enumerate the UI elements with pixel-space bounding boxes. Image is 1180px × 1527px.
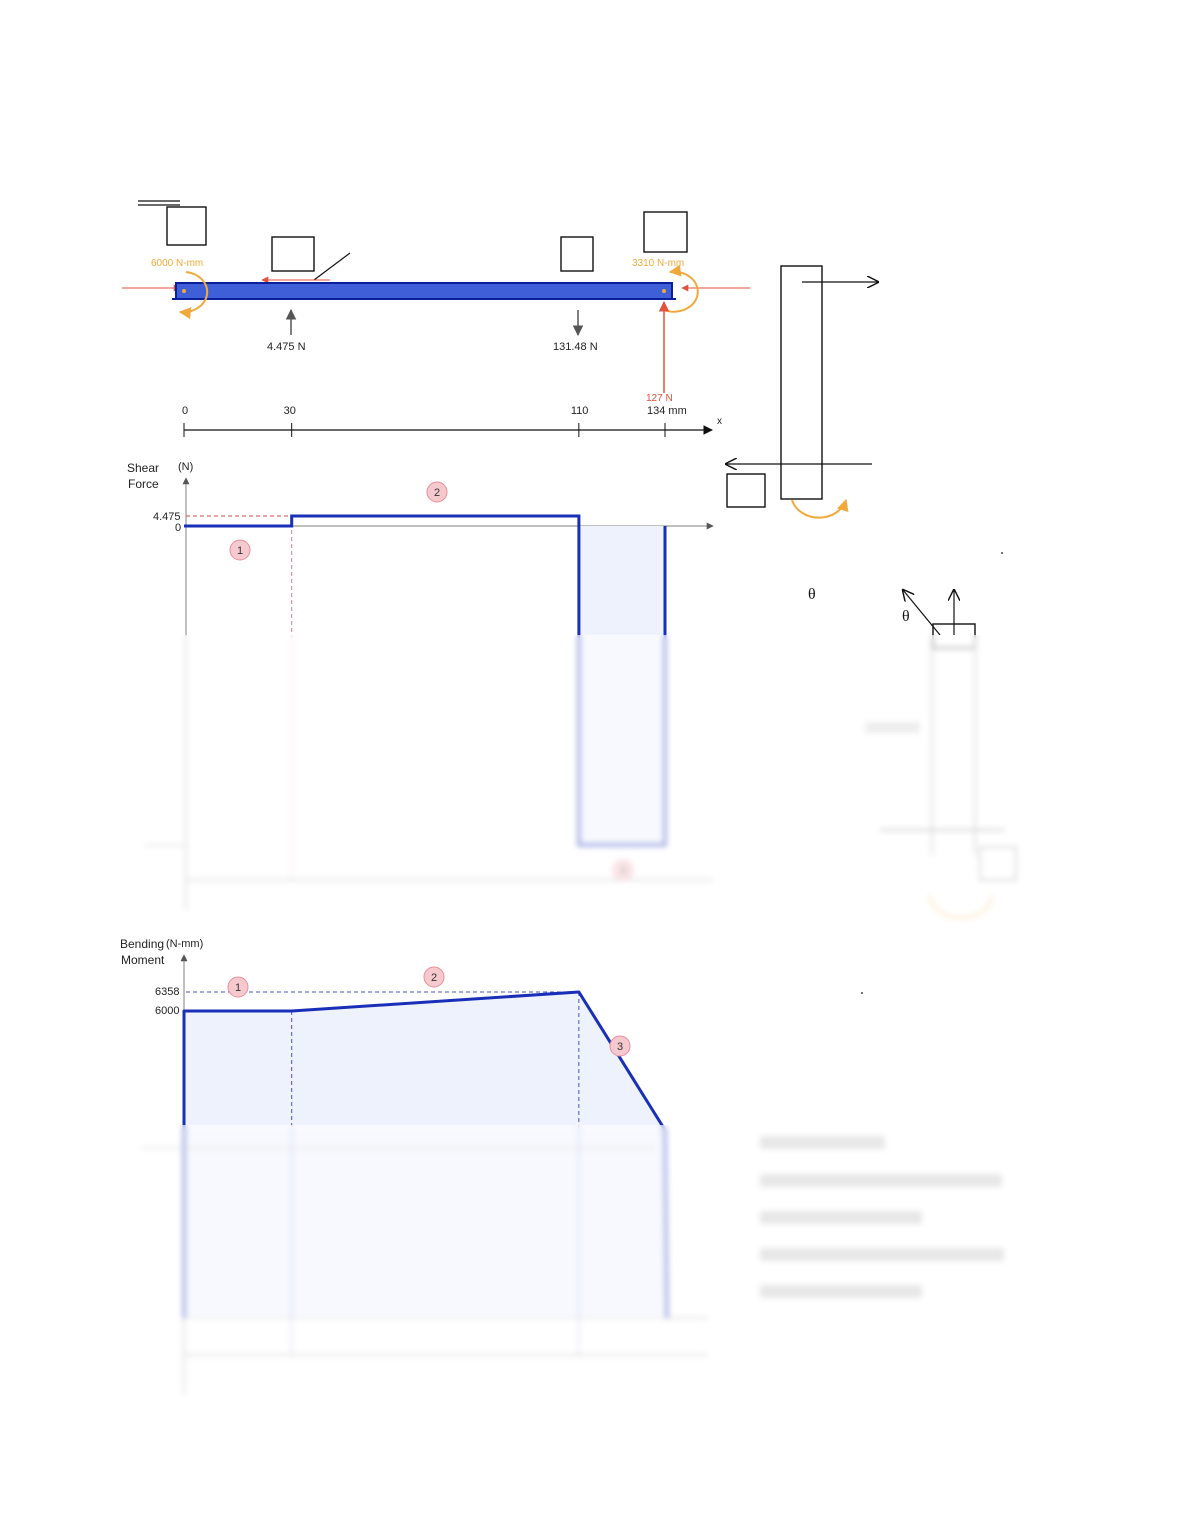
segment-badge: 1 xyxy=(229,539,251,561)
vertical-member xyxy=(780,265,823,500)
shear-unit: (N) xyxy=(178,461,193,473)
segment-badge: 3 xyxy=(609,1035,631,1057)
position-tick-label: 110 xyxy=(571,405,589,417)
inclined-force-arrow xyxy=(903,590,941,636)
free-body-diagram: 6000 N-mm 3310 N-mm 4.475 N 131.48 N 127… xyxy=(122,200,750,404)
left-moment-arrow xyxy=(178,271,209,320)
segment-badge-label: 1 xyxy=(237,545,243,557)
blank-box xyxy=(166,206,207,246)
upward-load-label: 4.475 N xyxy=(267,341,306,353)
left-moment-label: 6000 N-mm xyxy=(151,258,203,269)
moment-tick-start: 6000 xyxy=(155,1005,179,1017)
leader-line xyxy=(313,252,351,281)
moment-unit: (N-mm) xyxy=(166,938,203,950)
segment-badge-circle xyxy=(426,481,448,503)
theta-symbol: θ xyxy=(902,608,910,625)
moment-label-line2: Moment xyxy=(121,953,165,967)
obscured-region xyxy=(0,1125,1180,1415)
moment-label-line1: Bending xyxy=(120,937,164,951)
blank-box xyxy=(271,236,315,272)
shear-label-line2: Force xyxy=(128,477,159,491)
shear-label-line1: Shear xyxy=(127,461,159,475)
beam-end-node xyxy=(182,289,186,293)
obscured-region xyxy=(0,635,1180,935)
position-tick-label: 0 xyxy=(182,405,188,417)
beam xyxy=(175,282,673,300)
segment-badge-circle xyxy=(227,976,249,998)
theta-symbol: θ xyxy=(808,586,816,603)
downward-load-label: 131.48 N xyxy=(553,341,598,353)
beam-end-node xyxy=(662,289,666,293)
segment-badge-circle xyxy=(229,539,251,561)
segment-badge-label: 2 xyxy=(434,487,440,499)
right-moment-label: 3310 N-mm xyxy=(632,258,684,269)
position-tick-label: 134 mm xyxy=(647,405,687,417)
segment-badge: 2 xyxy=(423,966,445,988)
segment-badge-label: 1 xyxy=(235,982,241,994)
segment-badge-label: 2 xyxy=(431,972,437,984)
shear-tick-zero: 0 xyxy=(175,522,181,534)
position-ticks: 0 30 110 134 mm xyxy=(182,405,687,437)
segment-badge: 1 xyxy=(227,976,249,998)
position-axis-var: x xyxy=(717,416,722,427)
right-moment-arrow xyxy=(663,264,699,313)
position-axis: x 0 30 110 134 mm xyxy=(182,405,722,437)
blank-box xyxy=(560,236,594,272)
blank-box xyxy=(726,473,766,508)
dot-mark xyxy=(1001,552,1003,554)
dot-mark xyxy=(861,992,863,994)
blank-box xyxy=(643,211,688,253)
support-reaction-label: 127 N xyxy=(646,393,673,404)
position-tick-label: 30 xyxy=(284,405,296,417)
segment-badge-circle xyxy=(423,966,445,988)
segment-badge: 2 xyxy=(426,481,448,503)
moment-tick-max: 6358 xyxy=(155,986,179,998)
member-moment-arrow xyxy=(791,498,849,519)
shear-tick-top: 4.475 xyxy=(153,511,181,523)
segment-badge-circle xyxy=(609,1035,631,1057)
segment-badge-label: 3 xyxy=(617,1041,623,1053)
